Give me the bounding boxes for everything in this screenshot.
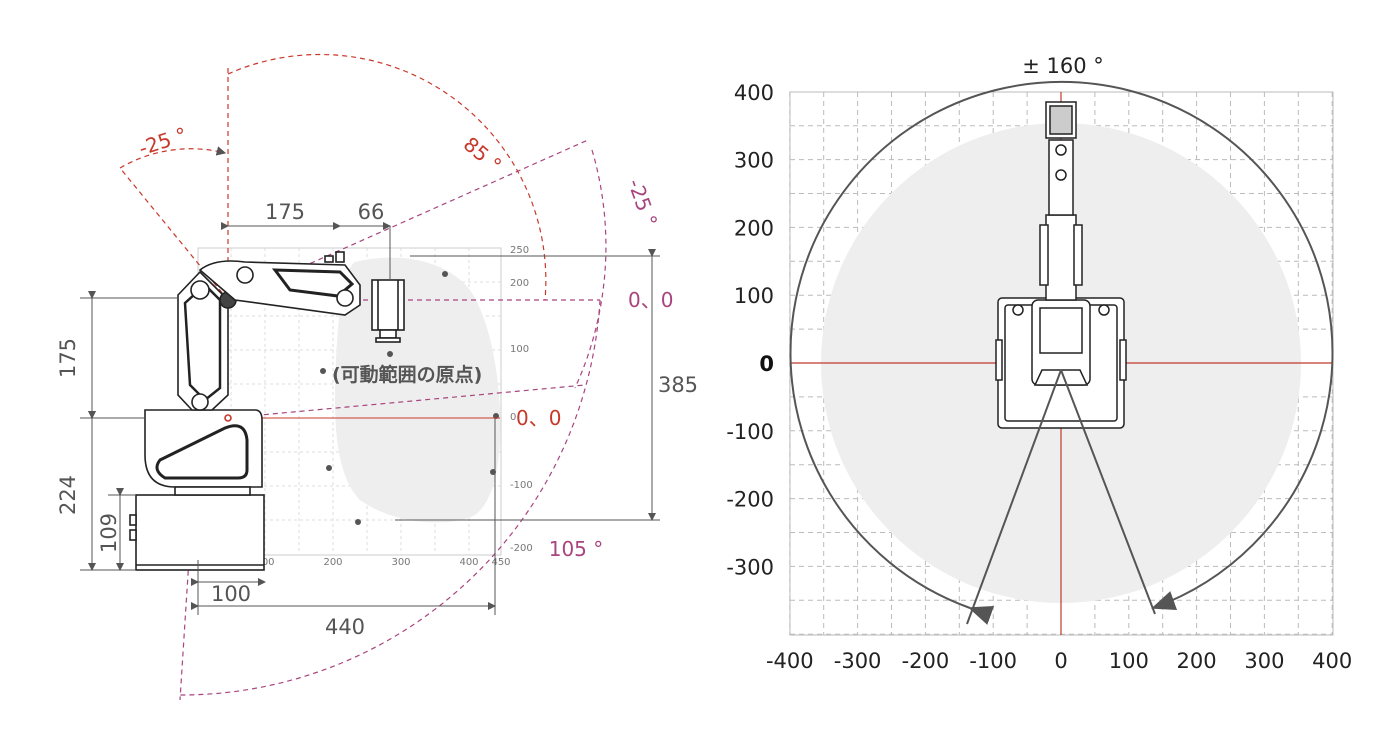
dim-lower-height: 224 xyxy=(56,475,80,515)
rotation-angle-label: ± 160 ° xyxy=(1022,54,1104,78)
top-limit-line-left xyxy=(966,369,1062,625)
top-x-tick-label: -200 xyxy=(902,649,950,673)
robot-arm-side xyxy=(129,251,405,571)
top-limit-line-right xyxy=(1060,369,1156,615)
base-origin-label: 0、0 xyxy=(516,406,561,430)
side-y-tick: -200 xyxy=(510,543,533,554)
dim-total-height: 385 xyxy=(658,373,698,397)
top-view: ± 160 ° -400 -300 -200 -100 0 100 200 300 400 40… xyxy=(726,54,1352,673)
top-x-tick-label: -400 xyxy=(766,649,814,673)
top-y-tick-label: 300 xyxy=(734,149,774,173)
top-y-tick-label: 100 xyxy=(734,284,774,308)
top-rotation-range-arc xyxy=(789,81,1334,625)
dim-total-reach: 440 xyxy=(325,615,365,639)
side-y-tick: -100 xyxy=(510,480,533,491)
j2-angle-lines xyxy=(119,53,547,301)
side-y-tick: 100 xyxy=(510,344,529,355)
top-x-tick-label: 100 xyxy=(1109,649,1149,673)
top-y-tick-label: 200 xyxy=(734,216,774,240)
top-y-ticks: 400 300 200 100 0 -100 -200 -300 xyxy=(726,81,774,580)
range-origin-label: (可動範囲の原点) xyxy=(332,363,482,386)
top-y-tick-label: 400 xyxy=(734,81,774,105)
side-dimension-lines xyxy=(80,222,660,615)
side-x-tick: 100 xyxy=(255,557,274,568)
side-x-tick: 200 xyxy=(323,557,342,568)
angle-j2-forward: 85 ° xyxy=(459,132,506,177)
angle-j2-back: -25 ° xyxy=(136,122,190,160)
side-grid-y-ticks: 250 200 100 0 -100 -200 xyxy=(510,245,533,554)
side-y-tick: 0 xyxy=(510,412,516,423)
side-grid-x-ticks: 100 200 300 400 450 xyxy=(255,557,510,568)
angle-j3-up: -25 ° xyxy=(623,175,662,229)
top-x-tick-label: 300 xyxy=(1244,649,1284,673)
dim-top-reach: 175 xyxy=(265,200,305,224)
top-y-tick-label: -200 xyxy=(726,488,774,512)
robot-arm-top xyxy=(995,101,1127,429)
angle-j3-down: 105 ° xyxy=(549,537,604,561)
dim-base-height: 109 xyxy=(97,513,121,553)
side-x-tick: 300 xyxy=(391,557,410,568)
tool-origin-label: 0、0 xyxy=(628,288,673,312)
top-x-tick-label: -300 xyxy=(834,649,882,673)
side-y-tick: 200 xyxy=(510,278,529,289)
dim-top-offset: 66 xyxy=(358,200,385,224)
side-x-tick: 450 xyxy=(491,557,510,568)
side-x-tick: 400 xyxy=(459,557,478,568)
top-x-tick-label: 400 xyxy=(1312,649,1352,673)
top-y-tick-label: -100 xyxy=(726,420,774,444)
dim-upper-height: 175 xyxy=(56,338,80,378)
top-x-tick-label: -100 xyxy=(969,649,1017,673)
dim-base-offset: 100 xyxy=(211,582,251,606)
top-y-tick-label: 0 xyxy=(759,352,774,376)
top-y-tick-label: -300 xyxy=(726,555,774,579)
side-view: 100 200 300 400 450 250 200 100 0 -100 -… xyxy=(56,53,698,701)
top-x-tick-label: 0 xyxy=(1054,649,1067,673)
top-x-ticks: -400 -300 -200 -100 0 100 200 300 400 xyxy=(766,649,1352,673)
top-x-tick-label: 200 xyxy=(1177,649,1217,673)
side-y-tick: 250 xyxy=(510,245,529,256)
